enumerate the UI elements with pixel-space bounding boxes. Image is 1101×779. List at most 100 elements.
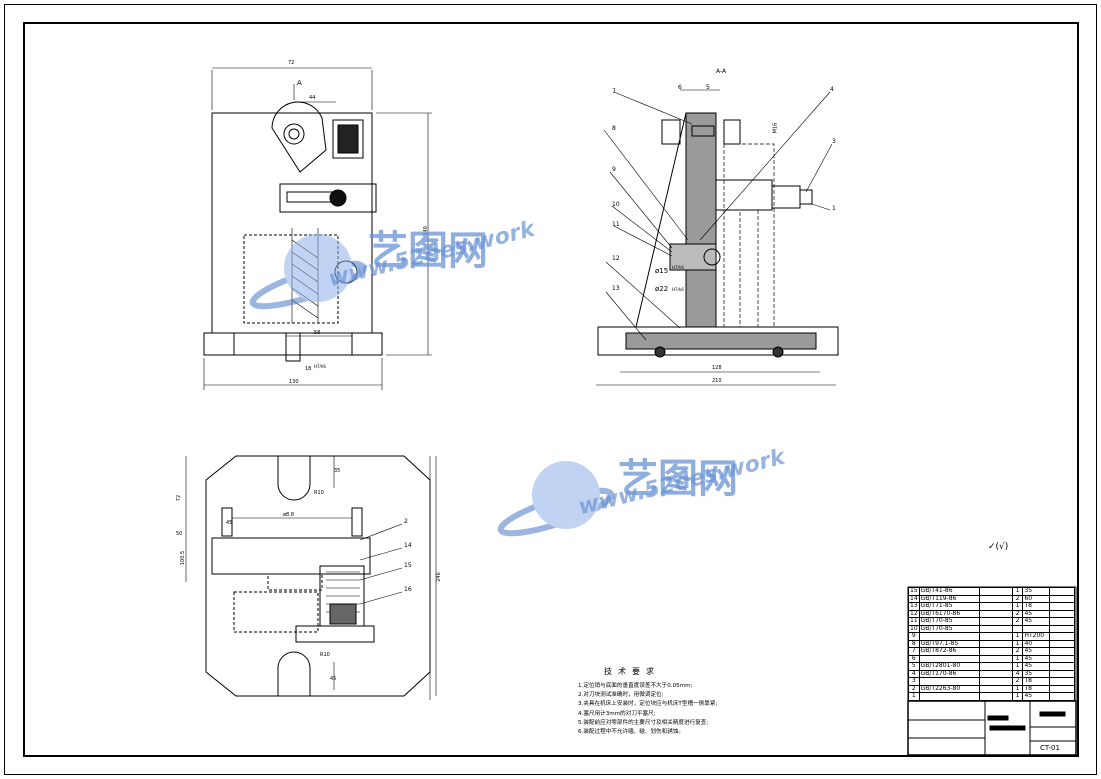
bom-cell-no: 12 xyxy=(908,609,920,618)
dim-section-shaft: M16 xyxy=(772,122,779,134)
balloon-section: 8 xyxy=(612,125,616,132)
outer-frame xyxy=(4,4,1097,775)
bom-cell-code: GB/T70-85 xyxy=(918,617,981,626)
bom-cell-qty xyxy=(1011,624,1024,633)
bom-cell-qty: 1 xyxy=(1011,692,1024,701)
bom-cell-code: GB/T2801-80 xyxy=(918,662,981,671)
bom-cell-blank xyxy=(979,684,1013,693)
bom-cell-no: 5 xyxy=(908,662,920,671)
bom-cell-material: 45 xyxy=(1022,609,1051,618)
dim-section-len2: 210 xyxy=(712,378,722,384)
bom-cell-no: 14 xyxy=(908,594,920,603)
bom-cell-blank xyxy=(1049,632,1075,641)
technical-requirements: 技术要求 1.定位销与底面的垂直度误差不大于0.05mm; 2.对刀块测试准确时… xyxy=(578,666,858,737)
bom-cell-blank xyxy=(979,692,1013,701)
bom-cell-material: T8 xyxy=(1022,602,1051,611)
dim-front-bottom: 130 xyxy=(289,379,299,385)
bom-cell-blank xyxy=(1049,602,1075,611)
bom-cell-no: 2 xyxy=(908,684,920,693)
bom-cell-no: 11 xyxy=(908,617,920,626)
bom-cell-qty: 1 xyxy=(1011,602,1024,611)
bom-cell-blank xyxy=(979,677,1013,686)
balloon-top: 14 xyxy=(404,542,412,549)
bom-cell-blank xyxy=(979,602,1013,611)
bom-cell-material: 45 xyxy=(1022,654,1051,663)
dim-top-side-c: 45 xyxy=(330,676,337,682)
bom-cell-qty: 1 xyxy=(1011,639,1024,648)
bom-cell-qty: 2 xyxy=(1011,609,1024,618)
balloon-section: 1 xyxy=(832,205,836,212)
bom-cell-code: GB/T119-86 xyxy=(918,594,981,603)
bom-cell-no: 6 xyxy=(908,654,920,663)
bom-cell-code: GB/T2263-80 xyxy=(918,684,981,693)
watermark-globe-2 xyxy=(497,461,615,537)
bom-cell-blank xyxy=(1049,594,1075,603)
bom-cell-code: GB/T170-86 xyxy=(918,669,981,678)
bom-cell-blank xyxy=(979,594,1013,603)
bom-cell-qty: 2 xyxy=(1011,617,1024,626)
balloon-section: 4 xyxy=(830,86,834,93)
dim-section-dia1-tol: H7/h6 xyxy=(672,265,684,270)
roughness-symbol: ✓(√) xyxy=(988,542,1009,552)
bom-cell-blank xyxy=(1049,692,1075,701)
bom-cell-no: 3 xyxy=(908,677,920,686)
bom-cell-blank xyxy=(979,647,1013,656)
watermark-title: 艺图网 xyxy=(618,456,738,502)
requirement-item: 3.夹具在机床上安装时，定位块应与机床T型槽一侧靠紧; xyxy=(578,701,718,708)
bom-cell-qty: 1 xyxy=(1011,587,1024,596)
bom-cell-no: 4 xyxy=(908,669,920,678)
drawing-number: CT-01 xyxy=(1040,744,1060,752)
bom-cell-blank xyxy=(1049,617,1075,626)
dim-top-side-a: 35 xyxy=(334,468,341,474)
balloon-section: 7 xyxy=(612,88,616,95)
bom-cell-qty: 2 xyxy=(1011,594,1024,603)
balloon-section: 10 xyxy=(612,201,620,208)
bom-cell-material: T8 xyxy=(1022,677,1051,686)
dim-front-offset: 44 xyxy=(309,95,316,101)
bom-cell-code: GB/T70-85 xyxy=(918,624,981,633)
bom-cell-qty: 4 xyxy=(1011,669,1024,678)
bom-cell-blank xyxy=(1049,587,1075,596)
bom-cell-code xyxy=(918,632,981,641)
dim-top-side-d: 45 xyxy=(226,520,233,526)
bom-cell-blank xyxy=(979,639,1013,648)
bom-cell-blank xyxy=(1049,677,1075,686)
bom-cell-qty: 2 xyxy=(1011,677,1024,686)
balloon-section: 11 xyxy=(612,221,620,228)
bom-cell-code xyxy=(918,677,981,686)
bom-cell-no: 7 xyxy=(908,647,920,656)
bom-cell-material: T8 xyxy=(1022,684,1051,693)
bom-cell-no: 9 xyxy=(908,632,920,641)
bom-cell-qty: 1 xyxy=(1011,662,1024,671)
balloon-top: 16 xyxy=(404,586,412,593)
bom-cell-code xyxy=(918,692,981,701)
bom-cell-no: 13 xyxy=(908,602,920,611)
balloon-top: 2 xyxy=(404,518,408,525)
balloon-section: 12 xyxy=(612,255,620,262)
dim-front-slot: 58 xyxy=(314,330,321,336)
view-marker-label: A xyxy=(297,79,302,87)
balloon-top: 15 xyxy=(404,562,412,569)
technical-requirements-title: 技术要求 xyxy=(604,667,660,676)
bom-cell-code: GB/T97.1-85 xyxy=(918,639,981,648)
bom-cell-material: 45 xyxy=(1022,692,1051,701)
bom-cell-blank xyxy=(979,617,1013,626)
bom-cell-material: 45 xyxy=(1022,662,1051,671)
balloon-section: 6 xyxy=(678,84,682,91)
section-view xyxy=(596,89,839,386)
dim-top-height: 246 xyxy=(435,572,442,582)
requirement-item: 6.装配过程中不允许磕、碰、划伤和锈蚀。 xyxy=(578,729,685,736)
bom-cell-material: 35 xyxy=(1022,669,1051,678)
requirement-item: 2.对刀块测试准确时，用微调定位; xyxy=(578,692,664,699)
bom-cell-blank xyxy=(979,669,1013,678)
